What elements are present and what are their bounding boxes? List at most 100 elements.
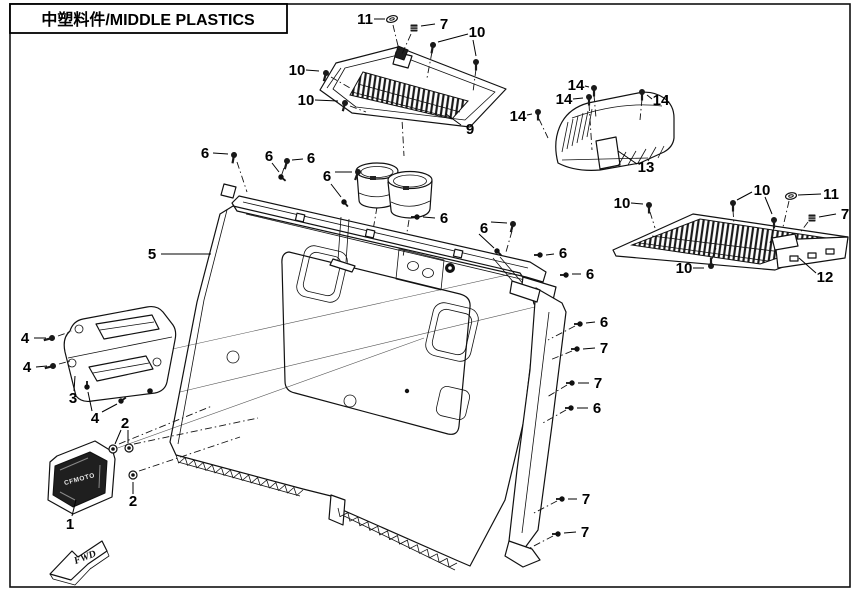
callout-4: 4 bbox=[84, 381, 127, 427]
screw-fastener-icon bbox=[430, 42, 436, 54]
callout-14: 14 bbox=[556, 91, 593, 151]
callout-11: 11 bbox=[357, 11, 400, 51]
callout-5: 5 bbox=[148, 246, 211, 263]
callout-1: 1 bbox=[66, 499, 77, 533]
part-number-label: 6 bbox=[265, 148, 273, 165]
part-number-label: 3 bbox=[69, 390, 77, 407]
callout-6: 6 bbox=[323, 168, 361, 208]
part-number-label: 14 bbox=[510, 108, 527, 125]
part-number-label: 4 bbox=[23, 359, 32, 376]
screw-fastener-icon bbox=[591, 85, 597, 97]
screw-fastener-icon bbox=[473, 59, 479, 71]
dot-fastener-icon bbox=[560, 272, 569, 278]
callout-7: 7 bbox=[546, 375, 602, 398]
screw-fastener-icon bbox=[341, 100, 348, 112]
callout-2: 2 bbox=[108, 405, 259, 454]
part-number-label: 6 bbox=[593, 400, 601, 417]
part-number-label: 6 bbox=[586, 266, 594, 283]
callout-14: 14 bbox=[568, 77, 597, 119]
callout-9: 9 bbox=[445, 113, 474, 138]
part-number-label: 4 bbox=[91, 410, 100, 427]
callout-13: 13 bbox=[617, 150, 655, 176]
part-number-label: 7 bbox=[594, 375, 602, 392]
screw-fastener-icon bbox=[283, 158, 290, 170]
callout-7: 7 bbox=[529, 524, 589, 549]
dot-fastener-icon bbox=[278, 174, 287, 182]
part-number-label: 6 bbox=[307, 150, 315, 167]
dot-fastener-icon bbox=[341, 199, 349, 208]
part-number-label: 14 bbox=[568, 77, 585, 94]
screw-fastener-icon bbox=[535, 109, 541, 121]
part-12-side-grille-panel bbox=[612, 213, 849, 271]
part-8-cup-holders bbox=[355, 162, 433, 219]
part-1-badge-panel: CFMOTO bbox=[47, 440, 116, 515]
part-number-label: 2 bbox=[129, 493, 137, 510]
dot-fastener-icon bbox=[556, 496, 565, 502]
callout-10: 10 bbox=[614, 195, 656, 229]
part-number-label: 10 bbox=[469, 24, 486, 41]
callout-6: 6 bbox=[411, 210, 448, 227]
screw-fastener-icon bbox=[509, 221, 516, 233]
part-number-label: 4 bbox=[21, 330, 30, 347]
callout-6: 6 bbox=[560, 266, 594, 283]
part-number-label: 10 bbox=[614, 195, 631, 212]
part-number-label: 6 bbox=[323, 168, 331, 185]
callout-7: 7 bbox=[531, 491, 590, 515]
screw-fastener-icon bbox=[771, 217, 777, 229]
part-number-label: 6 bbox=[480, 220, 488, 237]
dot-fastener-icon bbox=[411, 214, 420, 220]
part-number-label: 6 bbox=[201, 145, 209, 162]
dot-fastener-icon bbox=[84, 381, 90, 390]
serrated-edge bbox=[175, 454, 304, 496]
nut-fastener-icon bbox=[128, 470, 138, 480]
serrated-edge bbox=[337, 507, 458, 568]
screw-fastener-icon bbox=[639, 89, 645, 101]
callout-6: 6 bbox=[279, 150, 315, 181]
part-5-main-panel bbox=[169, 183, 567, 571]
callout-10: 10 bbox=[676, 247, 717, 277]
screw-fastener-icon bbox=[44, 363, 56, 370]
part-13-cover bbox=[555, 91, 675, 171]
dot-fastener-icon bbox=[566, 380, 575, 386]
dot-fastener-icon bbox=[571, 346, 580, 352]
clip-fastener-icon bbox=[808, 214, 816, 222]
callout-6: 6 bbox=[265, 148, 287, 182]
part-number-label: 6 bbox=[600, 314, 608, 331]
callout-6: 6 bbox=[540, 400, 601, 425]
dot-fastener-icon bbox=[574, 321, 583, 327]
part-number-label: 7 bbox=[581, 524, 589, 541]
callout-10: 10 bbox=[730, 182, 777, 244]
part-number-label: 14 bbox=[653, 92, 670, 109]
part-number-label: 11 bbox=[357, 11, 373, 28]
part-number-label: 13 bbox=[638, 159, 655, 176]
callout-11: 11 bbox=[782, 186, 839, 228]
cap-fastener-icon bbox=[386, 14, 398, 24]
part-number-label: 2 bbox=[121, 415, 129, 432]
title-block: 中塑料件/MIDDLE PLASTICS bbox=[9, 3, 288, 34]
dot-fastener-icon bbox=[118, 396, 127, 404]
part-number-label: 9 bbox=[466, 121, 474, 138]
dot-fastener-icon bbox=[534, 252, 543, 258]
clip-fastener-icon bbox=[410, 24, 418, 32]
projection-lines bbox=[111, 63, 544, 451]
dot-fastener-icon bbox=[494, 248, 502, 256]
callout-10: 10 bbox=[289, 62, 351, 89]
callout-4: 4 bbox=[21, 330, 73, 347]
callout-12: 12 bbox=[798, 257, 833, 286]
callout-2: 2 bbox=[128, 436, 241, 510]
callout-14: 14 bbox=[510, 108, 549, 139]
part-3-vent-panel bbox=[63, 305, 177, 403]
part-number-label: 6 bbox=[440, 210, 448, 227]
part-9-top-grille-panel bbox=[319, 45, 507, 128]
page-title: 中塑料件/MIDDLE PLASTICS bbox=[41, 10, 255, 29]
screw-fastener-icon bbox=[354, 169, 361, 181]
screw-fastener-icon bbox=[322, 70, 329, 82]
cap-fastener-icon bbox=[784, 192, 798, 200]
callout-3: 3 bbox=[69, 375, 77, 407]
part-number-label: 10 bbox=[676, 260, 693, 277]
nut-fastener-icon bbox=[124, 443, 134, 453]
part-number-label: 7 bbox=[582, 491, 590, 508]
screw-fastener-icon bbox=[43, 335, 55, 342]
